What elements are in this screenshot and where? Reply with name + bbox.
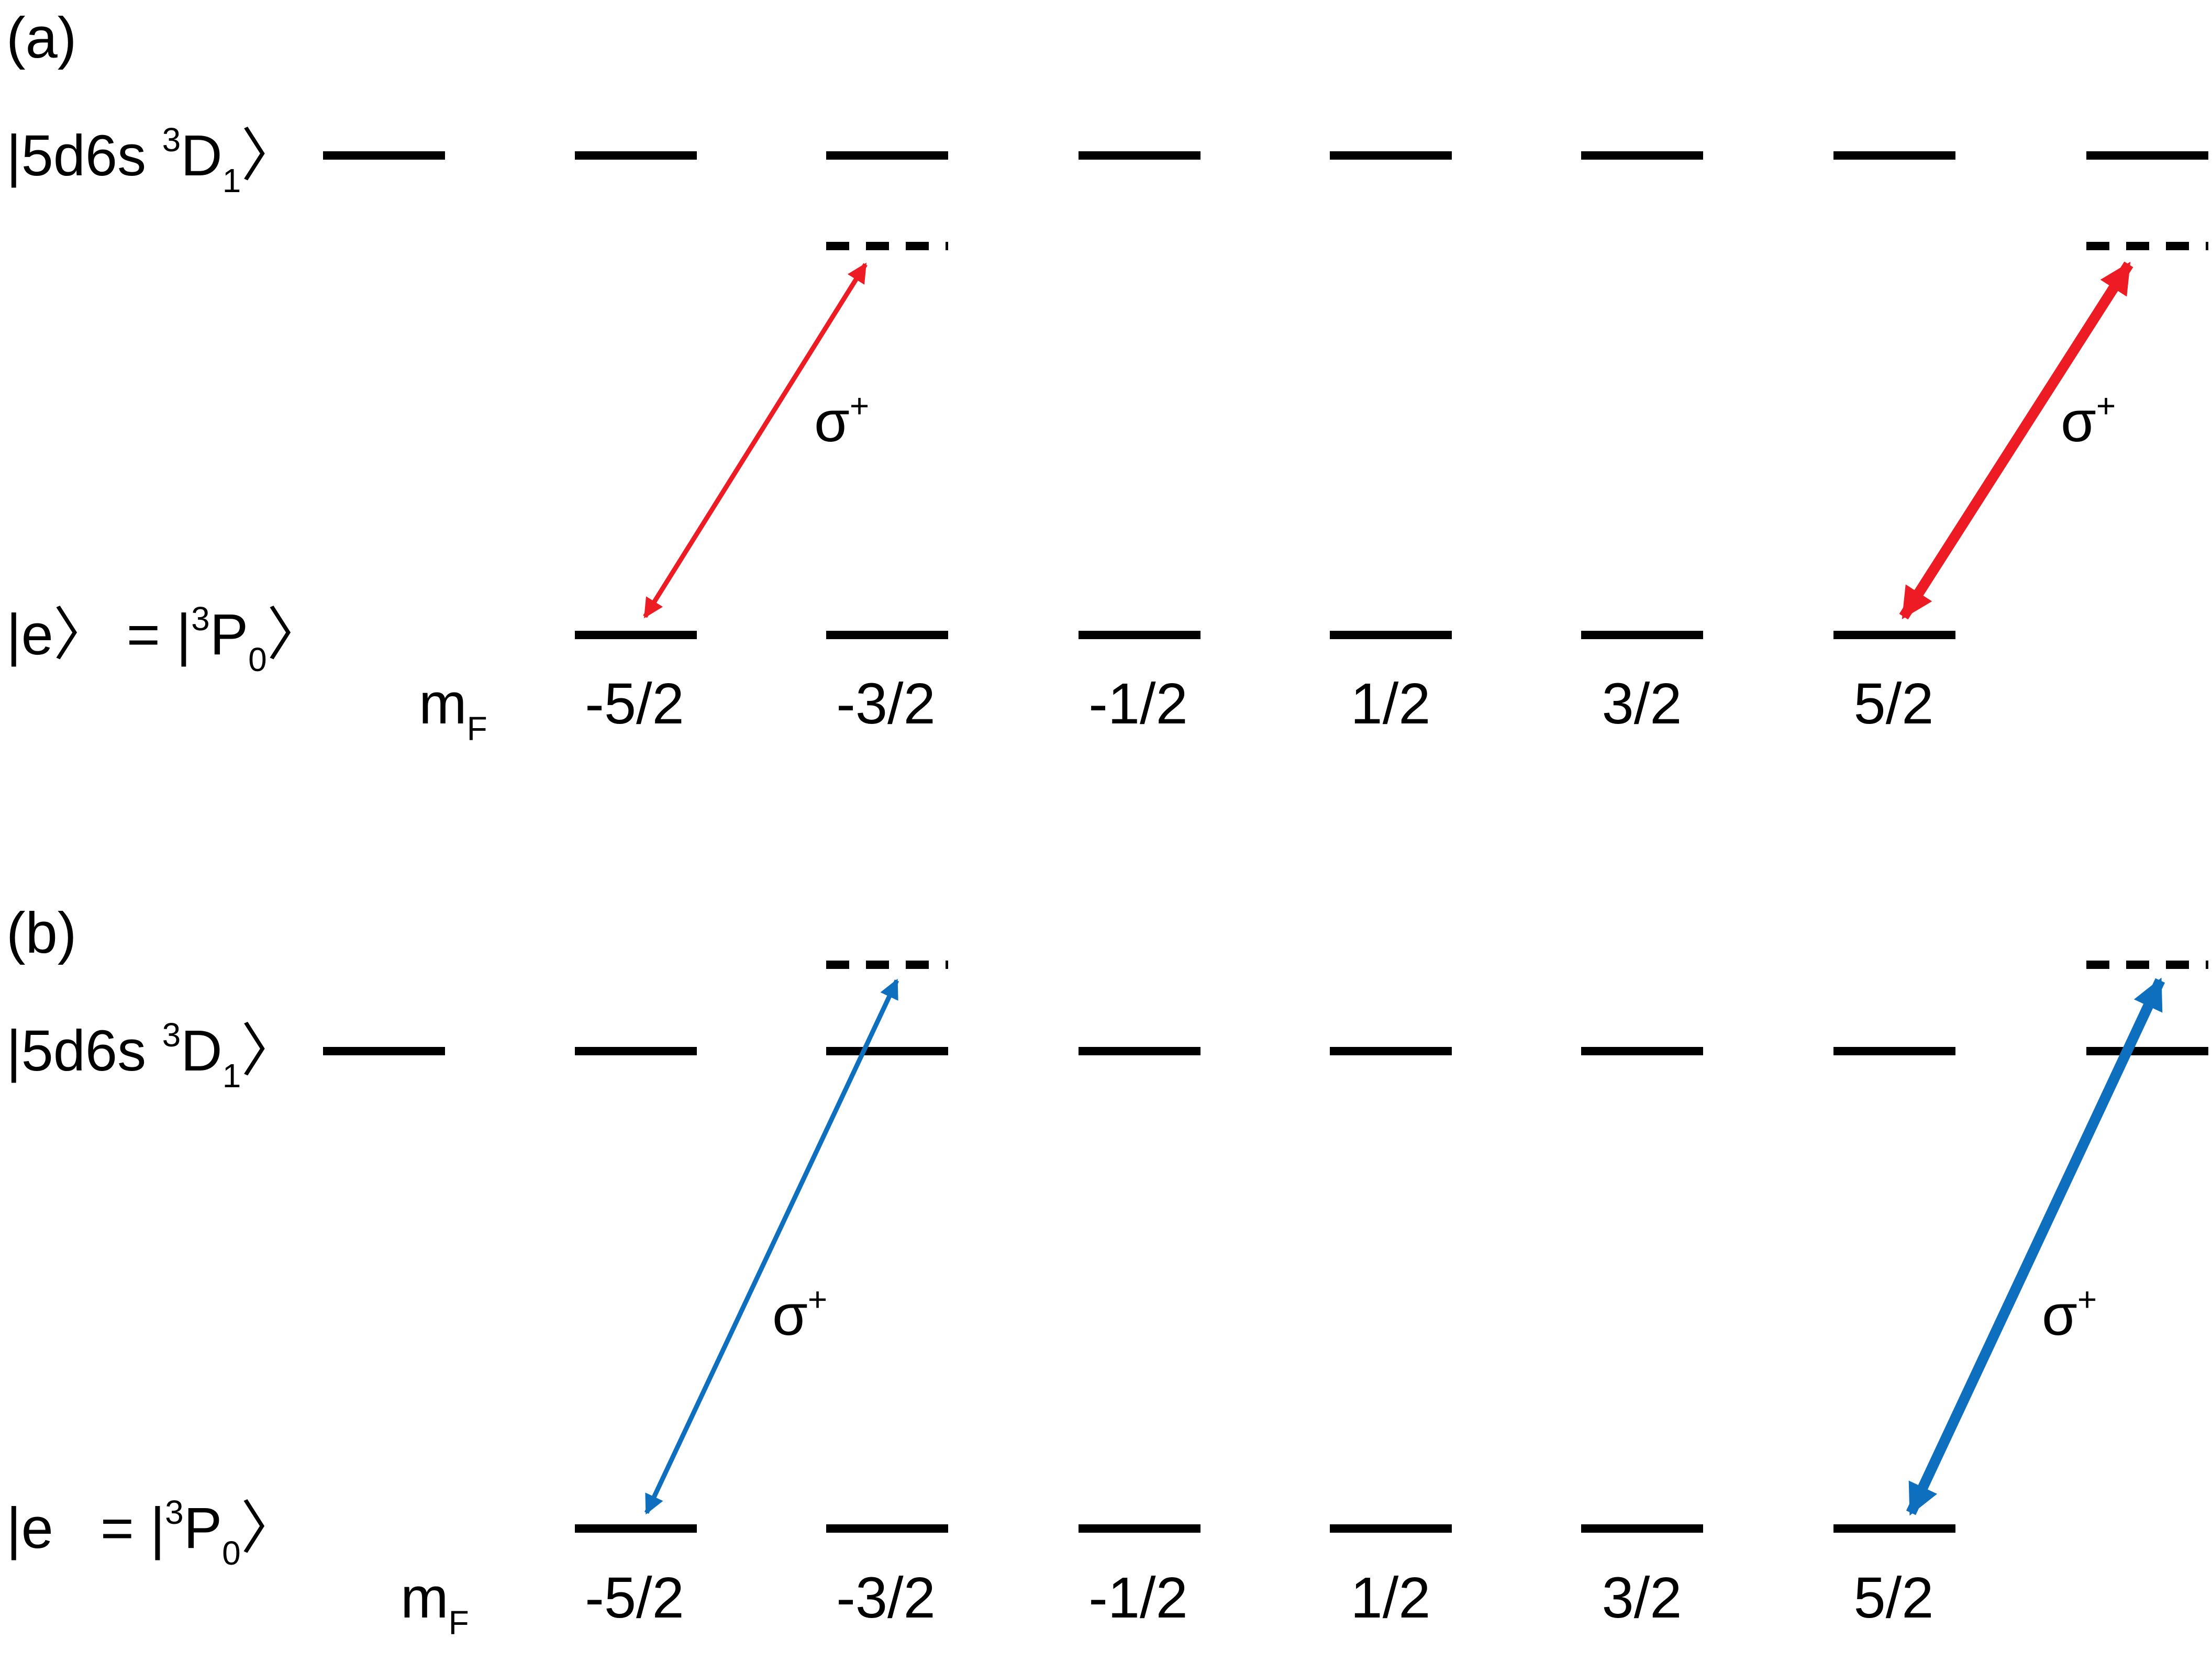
panel-a: (a) |5d6s 3D1〉 |e〉= |3P0〉 <box>6 6 2208 748</box>
mf-value: -5/2 <box>585 1566 684 1630</box>
sigma-plus-label: σ+ <box>772 1280 827 1347</box>
mf-value: 5/2 <box>1854 672 1934 736</box>
panel-label: (a) <box>6 6 76 70</box>
lower-state-label: |e= |3P0〉 <box>6 1493 298 1572</box>
mf-label: mF <box>401 1566 469 1642</box>
sigma-plus-label: σ+ <box>814 387 869 454</box>
mf-value: 1/2 <box>1351 1566 1431 1630</box>
mf-value: 5/2 <box>1854 1566 1934 1630</box>
mf-value: -1/2 <box>1088 1566 1188 1630</box>
upper-state-label: |5d6s 3D1〉 <box>6 1016 298 1095</box>
transition-arrow-thick <box>1899 261 2133 620</box>
mf-value: -5/2 <box>585 672 684 736</box>
mf-value: -1/2 <box>1088 672 1188 736</box>
transition-arrow-thick <box>1906 977 2165 1516</box>
upper-state-label: |5d6s 3D1〉 <box>6 121 298 199</box>
mf-values: -5/2 -3/2 -1/2 1/2 3/2 5/2 <box>585 1566 1933 1630</box>
transition-arrow-thin <box>644 978 899 1515</box>
mf-label: mF <box>419 672 487 748</box>
panel-label: (b) <box>6 901 76 965</box>
sigma-plus-label: σ+ <box>2061 387 2116 454</box>
mf-values: -5/2 -3/2 -1/2 1/2 3/2 5/2 <box>585 672 1933 736</box>
mf-value: 3/2 <box>1602 672 1682 736</box>
mf-value: -3/2 <box>836 672 936 736</box>
transition-arrow-thin <box>643 262 868 619</box>
mf-value: 3/2 <box>1602 1566 1682 1630</box>
mf-value: -3/2 <box>836 1566 936 1630</box>
panel-b: (b) |5d6s 3D1〉 |e= |3P0〉 <box>6 901 2208 1642</box>
mf-value: 1/2 <box>1351 672 1431 736</box>
lower-state-label: |e〉= |3P0〉 <box>6 600 325 678</box>
sigma-plus-label: σ+ <box>2042 1280 2097 1347</box>
